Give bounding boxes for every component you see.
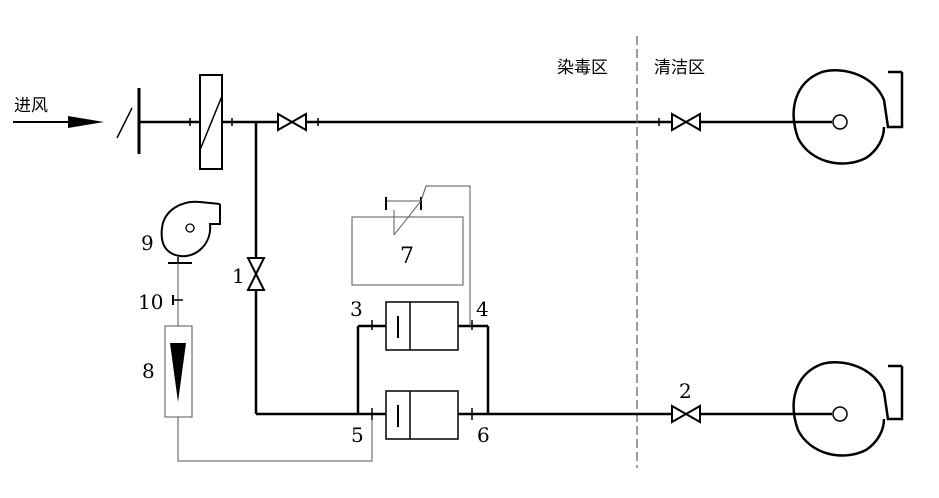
top-valve — [277, 112, 307, 132]
top-fan — [792, 69, 904, 165]
label-8: 8 — [142, 359, 155, 383]
top-clean-valve — [671, 112, 701, 132]
zone-contaminated-label: 染毒区 — [557, 58, 608, 78]
inlet-label: 进风 — [14, 96, 48, 116]
label-3: 3 — [350, 297, 363, 321]
bottom-fan — [792, 361, 904, 457]
valve-2 — [671, 404, 701, 424]
label-10: 10 — [138, 290, 163, 314]
label-5: 5 — [351, 423, 364, 447]
label-1: 1 — [232, 264, 245, 288]
filter-unit-upper — [385, 301, 459, 351]
component-10-connector — [172, 263, 183, 326]
component-7-box — [351, 185, 471, 326]
filter-unit-lower — [385, 390, 459, 440]
inlet-arrow — [13, 116, 104, 128]
pre-filter — [199, 74, 223, 170]
label-4: 4 — [476, 297, 489, 321]
inlet-louver — [116, 88, 141, 154]
component-9-fan — [160, 200, 221, 264]
label-7: 7 — [400, 244, 414, 269]
zone-clean-label: 清洁区 — [654, 58, 705, 78]
filter-ducting — [356, 320, 832, 420]
sampling-line — [177, 417, 373, 462]
label-2: 2 — [679, 379, 692, 403]
component-8-flowmeter — [164, 325, 193, 418]
label-6: 6 — [477, 423, 490, 447]
label-9: 9 — [141, 231, 154, 255]
top-main-duct — [139, 118, 832, 126]
branch-duct — [254, 122, 386, 416]
valve-1 — [246, 257, 266, 291]
